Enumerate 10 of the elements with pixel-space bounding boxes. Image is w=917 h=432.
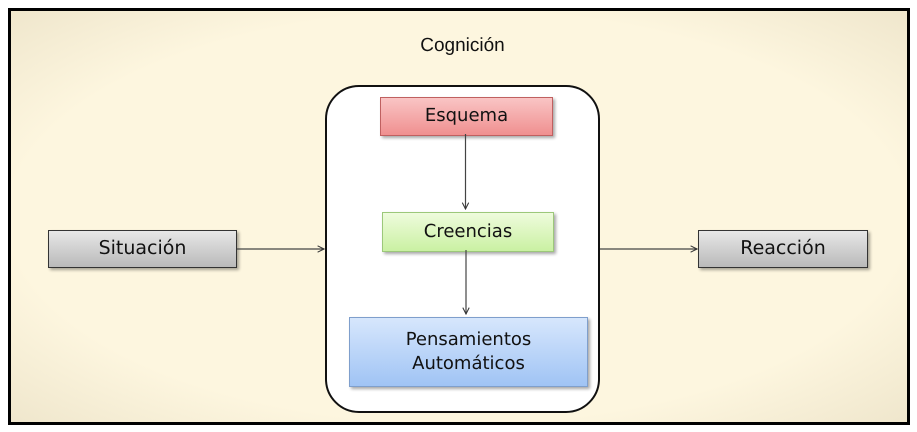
container-heading: Cognición (419, 35, 506, 57)
arrow (462, 250, 470, 315)
arrow (462, 134, 470, 210)
process-box: Creencias (382, 212, 554, 252)
process-box: Esquema (380, 97, 553, 136)
arrow (600, 245, 698, 253)
process-box: Reacción (698, 230, 868, 268)
process-box: Situación (48, 230, 237, 268)
process-box: Pensamientos Automáticos (349, 317, 588, 387)
arrow (237, 245, 325, 253)
